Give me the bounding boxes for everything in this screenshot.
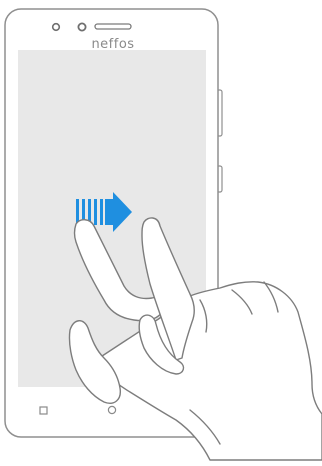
sensor-dot-icon — [53, 24, 60, 31]
camera-lens-icon — [78, 23, 85, 30]
arrow-stripe — [94, 199, 97, 225]
brand-logo: neffos — [91, 37, 134, 52]
earpiece-speaker-icon — [95, 24, 131, 29]
arrow-stripe — [100, 199, 103, 225]
